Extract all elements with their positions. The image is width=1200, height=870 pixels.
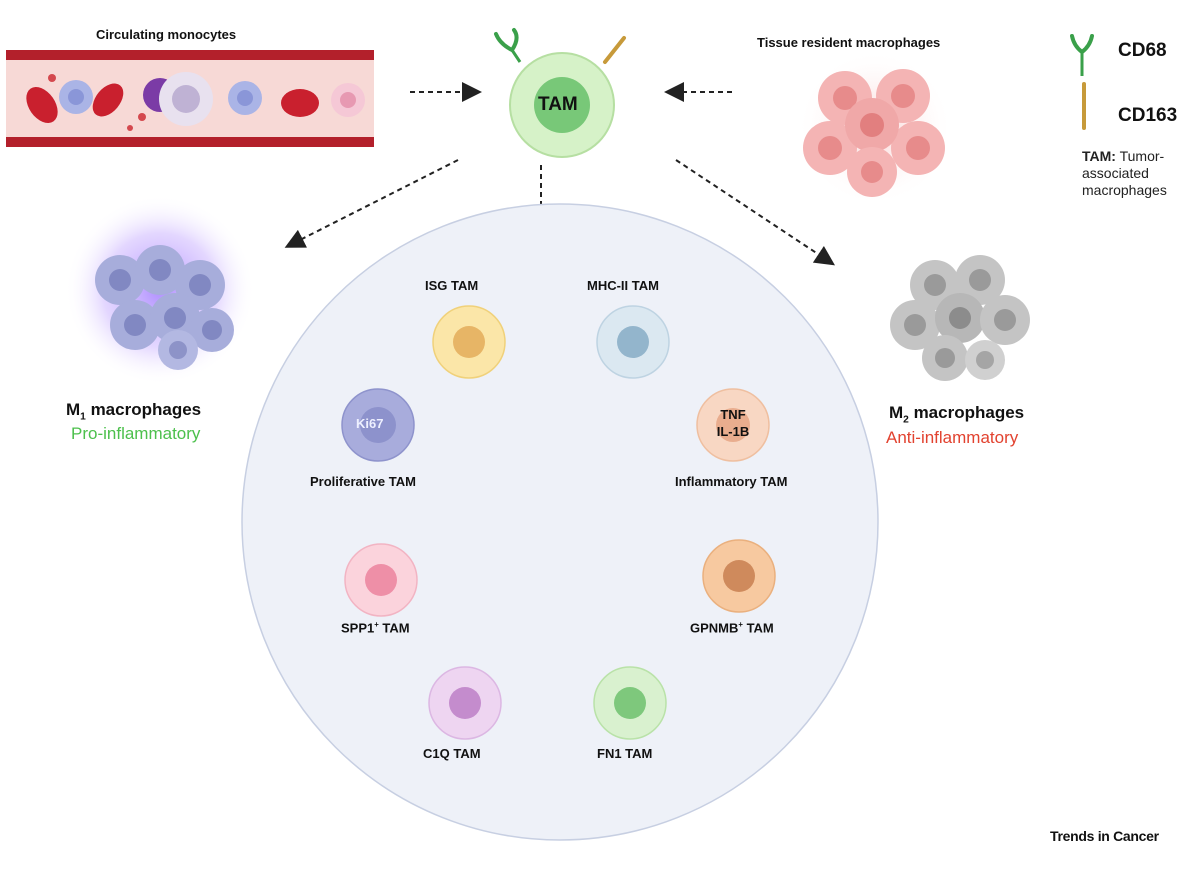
- m2-title-sub: 2: [903, 414, 909, 426]
- subtype-circle: [241, 203, 879, 841]
- m1-title-pre: M: [66, 400, 81, 419]
- spp1-tam-label: SPP1+ TAM: [341, 620, 410, 635]
- m1-cluster: [65, 195, 255, 385]
- flow-arrows: [284, 82, 836, 266]
- legend-tam-def-3: macrophages: [1082, 182, 1167, 198]
- ki67-label: Ki67: [356, 416, 384, 431]
- inflammatory-tam-cell: [696, 388, 770, 462]
- arrow-tam-to-m1: [284, 159, 459, 248]
- isg-tam-label: ISG TAM: [425, 278, 479, 293]
- gpnmb-pre: GPNMB: [690, 620, 739, 636]
- legend-cd163-label: CD163: [1118, 105, 1178, 126]
- m1-subtitle: Pro-inflammatory: [71, 424, 201, 443]
- c1q-tam-label: C1Q TAM: [423, 746, 481, 761]
- legend-cd68-icon: [1070, 34, 1094, 76]
- m2-title-pre: M: [889, 403, 904, 422]
- gpnmb-tam-cell: [702, 539, 776, 613]
- spp1-sup: +: [374, 620, 379, 629]
- tnf-label: TNF: [720, 407, 746, 422]
- legend-cd68-label: CD68: [1118, 40, 1167, 61]
- journal-label: Trends in Cancer: [1050, 828, 1159, 844]
- gpnmb-post: TAM: [742, 620, 774, 636]
- mhc2-tam-label: MHC-II TAM: [587, 278, 659, 293]
- tissue-resident-label: Tissue resident macrophages: [757, 35, 941, 50]
- proliferative-tam-label: Proliferative TAM: [310, 474, 416, 489]
- legend-tam-definition: TAM: Tumor- associated macrophages: [1082, 148, 1167, 199]
- c1q-tam-cell: [428, 666, 502, 740]
- spp1-tam-cell: [344, 543, 418, 617]
- il1b-label: IL-1B: [716, 424, 750, 439]
- tam-central-cell: [494, 28, 626, 158]
- blood-vessel: [6, 50, 374, 147]
- m1-title: M1 macrophages: [66, 400, 201, 422]
- inflammatory-tam-label: Inflammatory TAM: [675, 474, 788, 489]
- m2-subtitle: Anti-inflammatory: [886, 428, 1019, 447]
- m1-title-sub: 1: [80, 411, 86, 423]
- fn1-tam-label: FN1 TAM: [597, 746, 653, 761]
- gpnmb-sup: +: [738, 620, 743, 629]
- spp1-post: TAM: [378, 620, 410, 636]
- legend-tam-def-1: Tumor-: [1119, 148, 1165, 164]
- isg-tam-cell: [432, 305, 506, 379]
- tam-center-label: TAM: [538, 94, 578, 115]
- legend-tam-def-2: associated: [1082, 165, 1149, 181]
- gpnmb-tam-label: GPNMB+ TAM: [690, 620, 774, 635]
- fn1-tam-cell: [593, 666, 667, 740]
- circulating-monocytes-label: Circulating monocytes: [96, 27, 237, 42]
- m1-title-post: macrophages: [85, 400, 202, 419]
- m2-title: M2 macrophages: [889, 403, 1024, 425]
- legend-tam-abbrev: TAM:: [1082, 148, 1116, 164]
- proliferative-tam-cell: [341, 388, 415, 462]
- tissue-resident-cluster: [797, 50, 953, 206]
- m2-title-post: macrophages: [908, 403, 1025, 422]
- arrow-tam-to-m2: [675, 159, 836, 266]
- m2-cluster: [890, 255, 1030, 381]
- spp1-pre: SPP1: [341, 620, 375, 636]
- mhc2-tam-cell: [596, 305, 670, 379]
